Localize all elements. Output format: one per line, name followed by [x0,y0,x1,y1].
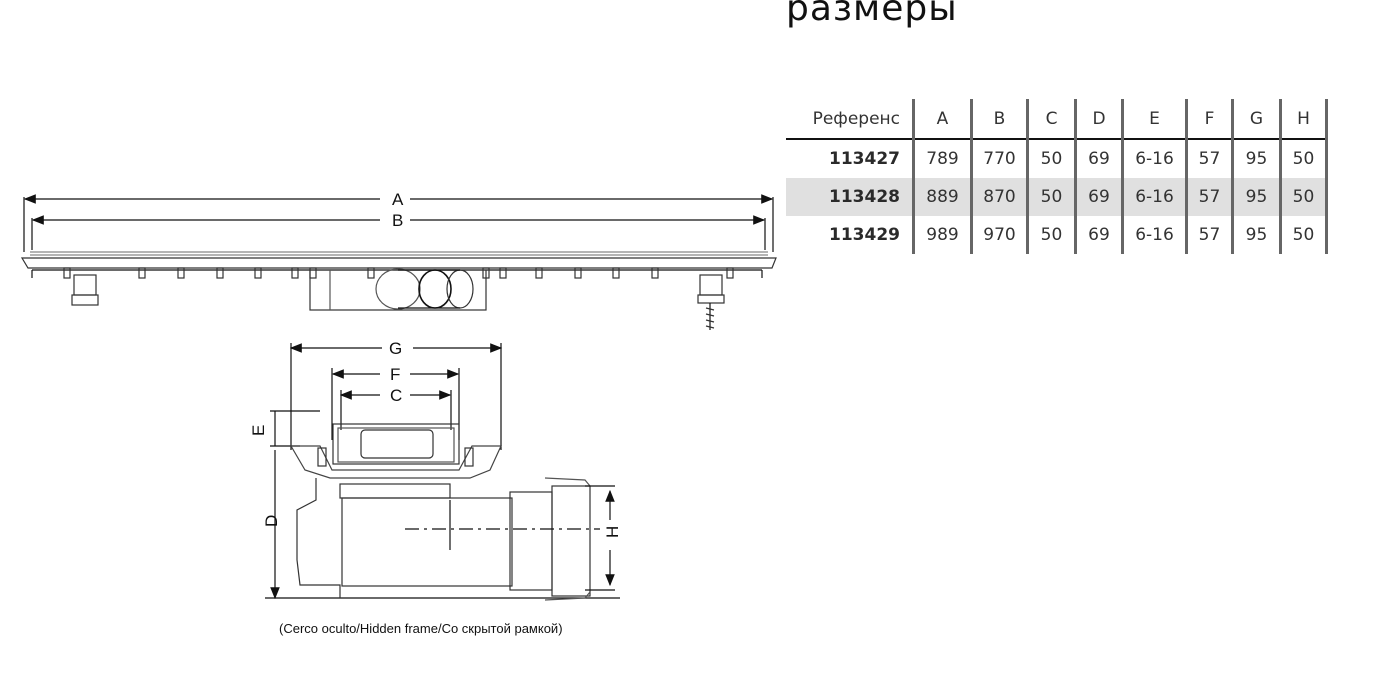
table-header-row: Референс A B C D E F G H [786,99,1328,140]
cell-c: 50 [1027,178,1077,216]
cell-e: 6-16 [1122,216,1188,254]
dim-label-h: H [603,526,622,538]
dim-label-a: A [392,190,404,209]
header-reference: Референс [786,99,915,140]
cell-f: 57 [1186,216,1234,254]
cell-d: 69 [1075,139,1124,178]
table-row: 113429 989 970 50 69 6-16 57 95 50 [786,216,1328,254]
cell-h: 50 [1280,178,1328,216]
cell-g: 95 [1232,178,1282,216]
cell-c: 50 [1027,139,1077,178]
cell-h: 50 [1280,216,1328,254]
cell-d: 69 [1075,178,1124,216]
cell-a: 889 [913,178,973,216]
drawing-caption: (Cerco oculto/Hidden frame/Со скрытой ра… [279,621,563,636]
dim-label-b: B [392,211,403,230]
header-f: F [1186,99,1234,140]
table-row: 113428 889 870 50 69 6-16 57 95 50 [786,178,1328,216]
cell-c: 50 [1027,216,1077,254]
header-e: E [1122,99,1188,140]
dim-label-c: C [390,386,402,405]
cell-g: 95 [1232,216,1282,254]
technical-drawing: A B [20,190,777,601]
header-a: A [913,99,973,140]
header-b: B [971,99,1029,140]
dim-label-g: G [389,339,402,358]
cell-f: 57 [1186,178,1234,216]
header-c: C [1027,99,1077,140]
cell-g: 95 [1232,139,1282,178]
header-h: H [1280,99,1328,140]
header-d: D [1075,99,1124,140]
cell-b: 770 [971,139,1029,178]
header-g: G [1232,99,1282,140]
table-row: 113427 789 770 50 69 6-16 57 95 50 [786,139,1328,178]
cell-e: 6-16 [1122,139,1188,178]
cell-a: 789 [913,139,973,178]
cell-reference: 113429 [786,216,915,254]
dim-label-f: F [390,365,400,384]
page-title: размеры [786,0,958,29]
cell-f: 57 [1186,139,1234,178]
cell-d: 69 [1075,216,1124,254]
section-view [265,343,620,601]
cell-reference: 113427 [786,139,915,178]
cell-b: 970 [971,216,1029,254]
cell-h: 50 [1280,139,1328,178]
cell-e: 6-16 [1122,178,1188,216]
dim-label-e: E [249,425,268,436]
side-view [20,194,777,330]
dimensions-table: Референс A B C D E F G H 113427 789 770 … [786,99,1328,254]
cell-b: 870 [971,178,1029,216]
cell-reference: 113428 [786,178,915,216]
dim-label-d: D [262,515,281,527]
cell-a: 989 [913,216,973,254]
